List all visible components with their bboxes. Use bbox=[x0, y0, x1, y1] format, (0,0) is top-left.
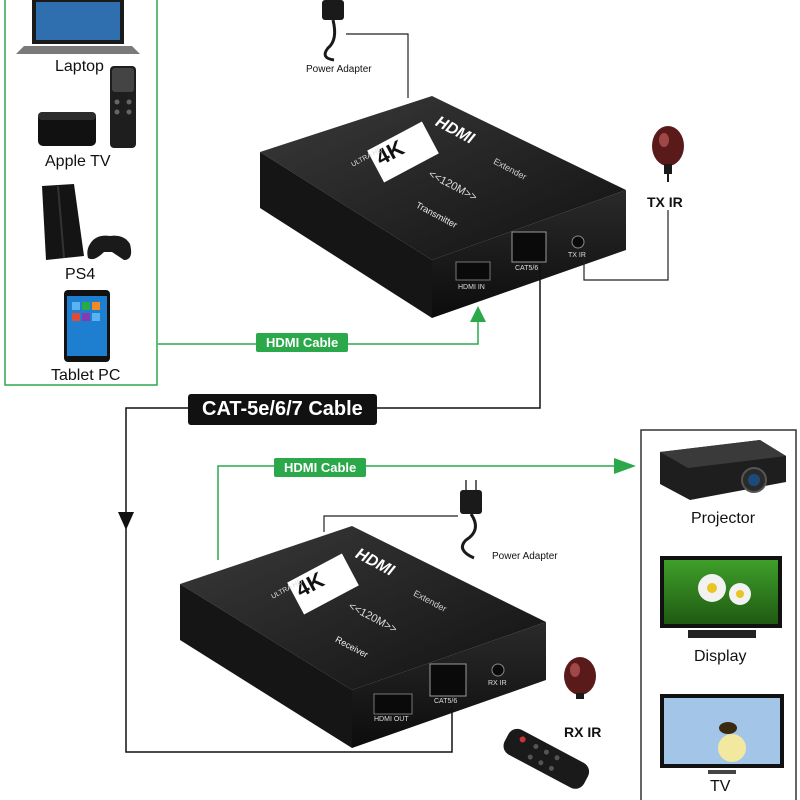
output-label-display: Display bbox=[694, 648, 747, 665]
ps4-icon bbox=[42, 184, 132, 260]
transmitter-port-hdmi: HDMI IN bbox=[458, 284, 485, 291]
hdmi-cable-label-output: HDMI Cable bbox=[274, 458, 367, 477]
hdmi-output-arrow bbox=[614, 458, 636, 474]
power-adapter-icon-top bbox=[322, 0, 344, 62]
cat-cable-arrow bbox=[118, 512, 134, 530]
receiver-device bbox=[180, 526, 546, 748]
transmitter-port-ir: TX IR bbox=[568, 252, 586, 259]
receiver-port-hdmi: HDMI OUT bbox=[374, 716, 409, 723]
power-adapter-icon-bottom bbox=[460, 480, 482, 560]
laptop-icon bbox=[16, 0, 140, 54]
hdmi-cable-label-input: HDMI Cable bbox=[256, 333, 349, 352]
transmitter-port-cat: CAT5/6 bbox=[515, 265, 539, 272]
rx-ir-sensor-icon bbox=[564, 657, 596, 699]
hdmi-input-arrow bbox=[470, 306, 486, 322]
power-adapter-label-top: Power Adapter bbox=[306, 64, 372, 75]
tv-icon bbox=[660, 694, 784, 774]
apple-tv-icon bbox=[38, 66, 136, 148]
tx-ir-label: TX IR bbox=[647, 194, 683, 210]
remote-control-icon bbox=[503, 728, 590, 789]
transmitter-device bbox=[260, 96, 626, 318]
projector-icon bbox=[660, 440, 786, 500]
source-label-laptop: Laptop bbox=[55, 58, 104, 75]
outputs-frame bbox=[640, 429, 797, 800]
cat-cable-line bbox=[125, 264, 541, 753]
power-line-top bbox=[346, 33, 409, 98]
power-line-bottom bbox=[323, 515, 458, 532]
source-label-apple-tv: Apple TV bbox=[45, 153, 111, 170]
tablet-icon bbox=[64, 290, 110, 362]
tx-ir-line bbox=[583, 210, 669, 281]
source-label-tablet: Tablet PC bbox=[51, 367, 121, 384]
display-icon bbox=[660, 556, 782, 638]
receiver-port-ir: RX IR bbox=[488, 680, 507, 687]
output-label-projector: Projector bbox=[691, 510, 756, 527]
source-label-ps4: PS4 bbox=[65, 266, 96, 283]
hdmi-output-line bbox=[217, 465, 620, 560]
tx-ir-sensor-icon bbox=[652, 126, 684, 182]
rx-ir-label: RX IR bbox=[564, 724, 602, 740]
output-label-tv: TV bbox=[710, 778, 731, 795]
sources-frame bbox=[4, 0, 158, 386]
receiver-port-cat: CAT5/6 bbox=[434, 698, 458, 705]
power-adapter-label-bottom: Power Adapter bbox=[492, 551, 558, 562]
cat-cable-label: CAT-5e/6/7 Cable bbox=[188, 394, 377, 425]
